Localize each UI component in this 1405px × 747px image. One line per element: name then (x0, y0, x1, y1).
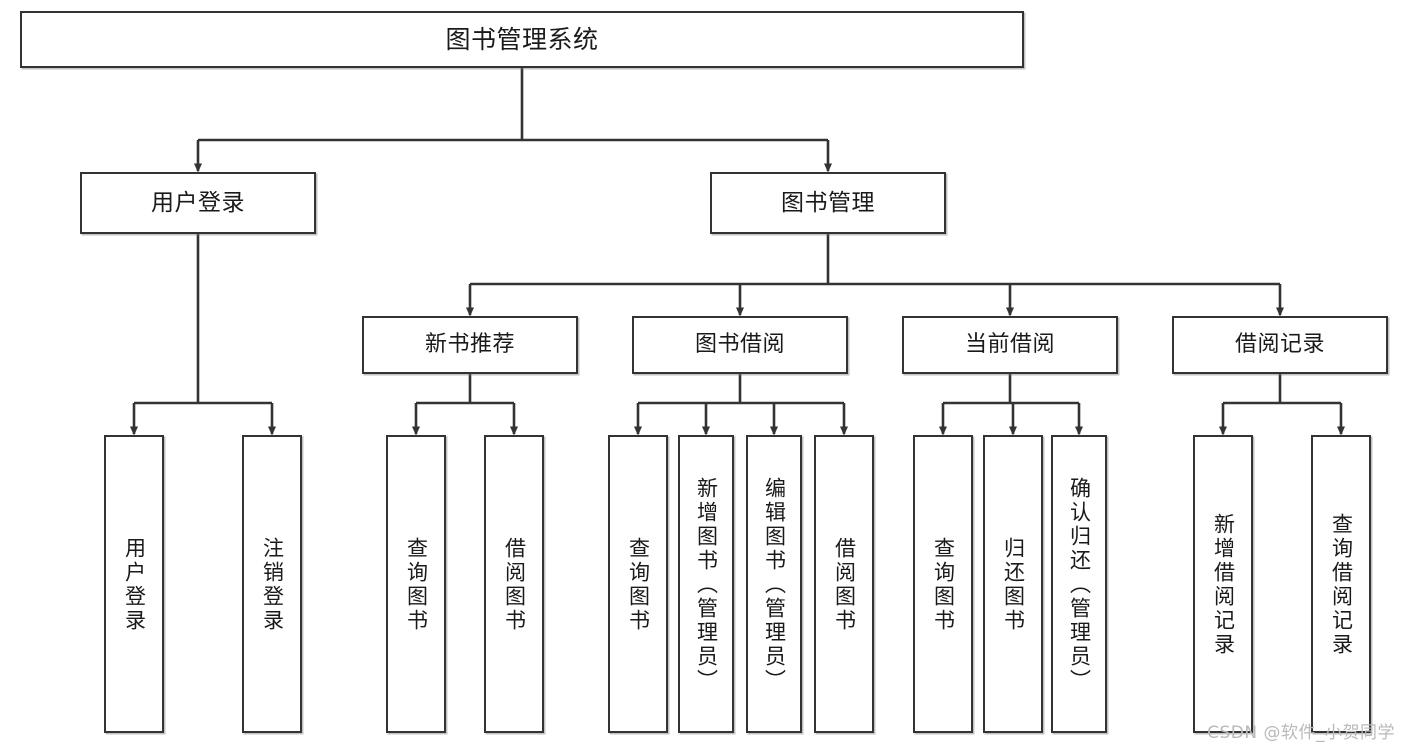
node-label: 当前借阅 (964, 332, 1055, 358)
node-label: 借阅图书 (502, 537, 527, 633)
node-l8[interactable]: 借阅图书 (814, 435, 874, 733)
node-label: 查询图书 (931, 537, 956, 633)
node-label: 编辑图书（管理员） (762, 477, 787, 693)
node-label: 新增图书（管理员） (694, 477, 719, 693)
node-label: 归还图书 (1001, 537, 1026, 633)
node-l9[interactable]: 查询图书 (913, 435, 973, 733)
node-l7[interactable]: 编辑图书（管理员） (746, 435, 802, 733)
node-root[interactable]: 图书管理系统 (20, 11, 1024, 68)
node-label: 确认归还（管理员） (1067, 477, 1092, 693)
node-n-new[interactable]: 新书推荐 (362, 316, 578, 374)
node-label: 新书推荐 (424, 332, 515, 358)
node-n-cur[interactable]: 当前借阅 (902, 316, 1118, 374)
node-label: 查询图书 (626, 537, 651, 633)
node-l1[interactable]: 用户登录 (104, 435, 164, 733)
node-label: 借阅图书 (832, 537, 857, 633)
node-l2[interactable]: 注销登录 (242, 435, 302, 733)
node-label: 用户登录 (122, 537, 147, 633)
node-label: 图书管理系统 (445, 24, 599, 54)
node-n-login[interactable]: 用户登录 (80, 172, 316, 234)
node-label: 图书管理 (781, 189, 875, 216)
edge-group (130, 68, 1345, 436)
node-n-rec[interactable]: 借阅记录 (1172, 316, 1388, 374)
node-label: 用户登录 (151, 189, 245, 216)
node-l6[interactable]: 新增图书（管理员） (678, 435, 734, 733)
node-l13[interactable]: 查询借阅记录 (1311, 435, 1371, 733)
node-label: 新增借阅记录 (1211, 513, 1236, 657)
node-l3[interactable]: 查询图书 (386, 435, 446, 733)
node-label: 查询借阅记录 (1329, 513, 1354, 657)
node-l10[interactable]: 归还图书 (983, 435, 1043, 733)
node-l4[interactable]: 借阅图书 (484, 435, 544, 733)
node-label: 借阅记录 (1234, 332, 1325, 358)
node-l5[interactable]: 查询图书 (608, 435, 668, 733)
node-label: 查询图书 (404, 537, 429, 633)
node-n-book[interactable]: 图书管理 (710, 172, 946, 234)
node-n-borrow[interactable]: 图书借阅 (632, 316, 848, 374)
node-l12[interactable]: 新增借阅记录 (1193, 435, 1253, 733)
node-l11[interactable]: 确认归还（管理员） (1051, 435, 1107, 733)
node-label: 注销登录 (260, 537, 285, 633)
node-label: 图书借阅 (694, 332, 785, 358)
